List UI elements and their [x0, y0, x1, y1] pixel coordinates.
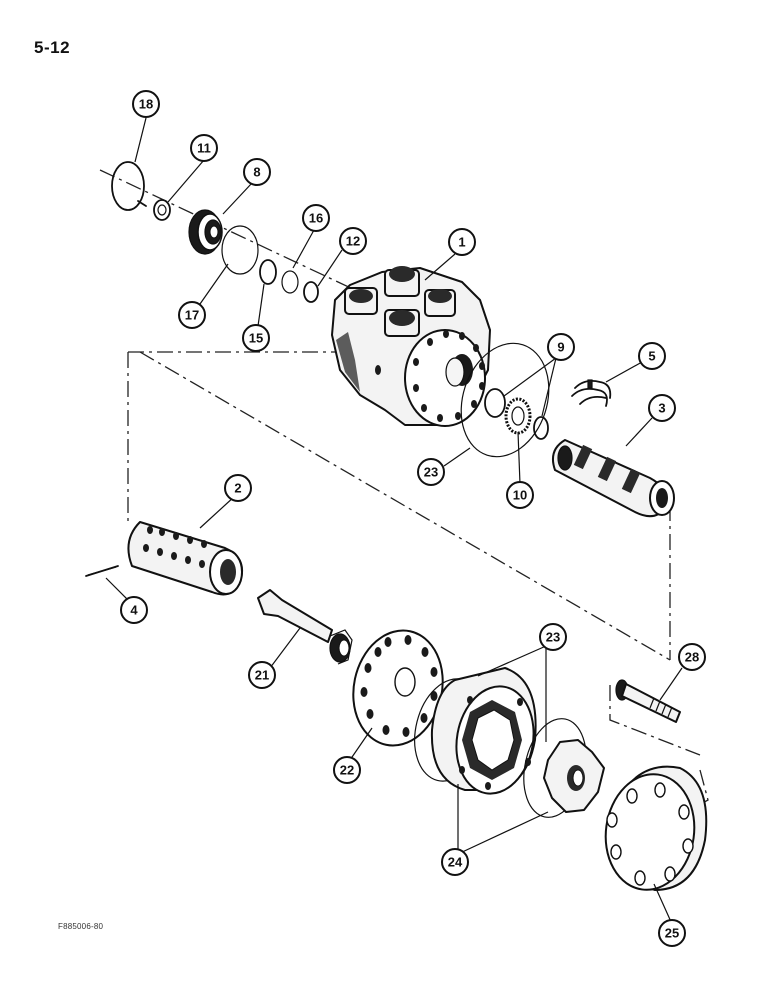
part-oring-17 — [221, 225, 259, 275]
svg-text:10: 10 — [513, 488, 527, 503]
part-pin-4 — [85, 565, 119, 577]
svg-text:5: 5 — [648, 349, 655, 364]
svg-text:24: 24 — [448, 855, 463, 870]
svg-text:4: 4 — [130, 603, 138, 618]
callout-18: 18 — [132, 90, 160, 118]
part-springs-5 — [571, 379, 612, 407]
svg-text:17: 17 — [185, 308, 199, 323]
callout-1: 1 — [448, 228, 476, 256]
svg-text:22: 22 — [340, 763, 354, 778]
callout-11: 11 — [190, 134, 218, 162]
part-spacer-plate-22 — [352, 629, 444, 747]
part-ring-15 — [259, 259, 277, 285]
part-retaining-ring — [111, 161, 147, 211]
part-oring-23-upper — [460, 342, 550, 458]
svg-text:3: 3 — [658, 401, 665, 416]
svg-text:1: 1 — [458, 235, 465, 250]
callout-16: 16 — [302, 204, 330, 232]
callout-21: 21 — [248, 661, 276, 689]
part-drive-shaft-21 — [257, 589, 353, 665]
svg-text:23: 23 — [546, 630, 560, 645]
svg-text:25: 25 — [665, 926, 679, 941]
callout-22: 22 — [333, 756, 361, 784]
callout-28: 28 — [678, 643, 706, 671]
svg-text:12: 12 — [346, 234, 360, 249]
callout-3: 3 — [648, 394, 676, 422]
callout-24: 24 — [441, 848, 469, 876]
callout-23-lower: 23 — [539, 623, 567, 651]
svg-text:11: 11 — [197, 141, 211, 156]
svg-text:8: 8 — [253, 165, 260, 180]
svg-text:21: 21 — [255, 668, 269, 683]
part-ring-12 — [303, 281, 319, 303]
part-ring-16 — [281, 270, 299, 294]
part-cap-screw-28 — [615, 679, 681, 723]
callout-9: 9 — [547, 333, 575, 361]
svg-text:2: 2 — [234, 481, 241, 496]
part-seal-11 — [153, 199, 171, 221]
callout-15: 15 — [242, 324, 270, 352]
svg-text:16: 16 — [309, 211, 323, 226]
svg-text:9: 9 — [557, 340, 564, 355]
svg-text:28: 28 — [685, 650, 699, 665]
svg-text:15: 15 — [249, 331, 263, 346]
svg-text:18: 18 — [139, 97, 153, 112]
callout-8: 8 — [243, 158, 271, 186]
callout-25: 25 — [658, 919, 686, 947]
part-gerotor-ring-24 — [430, 667, 537, 795]
part-gerotor-star — [543, 739, 605, 813]
callout-4: 4 — [120, 596, 148, 624]
part-thrust-bearing-10 — [504, 397, 532, 435]
figure-code: F885006-80 — [58, 922, 104, 931]
part-washers-9 — [484, 388, 549, 440]
svg-text:23: 23 — [424, 465, 438, 480]
part-end-cap-25 — [604, 765, 708, 891]
page-number: 5-12 — [34, 38, 71, 57]
part-spool-3 — [552, 439, 675, 518]
callout-23-upper: 23 — [417, 458, 445, 486]
callout-2: 2 — [224, 474, 252, 502]
callout-12: 12 — [339, 227, 367, 255]
callout-10: 10 — [506, 481, 534, 509]
part-housing-1 — [331, 266, 491, 427]
callout-17: 17 — [178, 301, 206, 329]
part-sleeve-2 — [127, 521, 244, 596]
part-gland-8 — [188, 209, 223, 255]
callout-5: 5 — [638, 342, 666, 370]
